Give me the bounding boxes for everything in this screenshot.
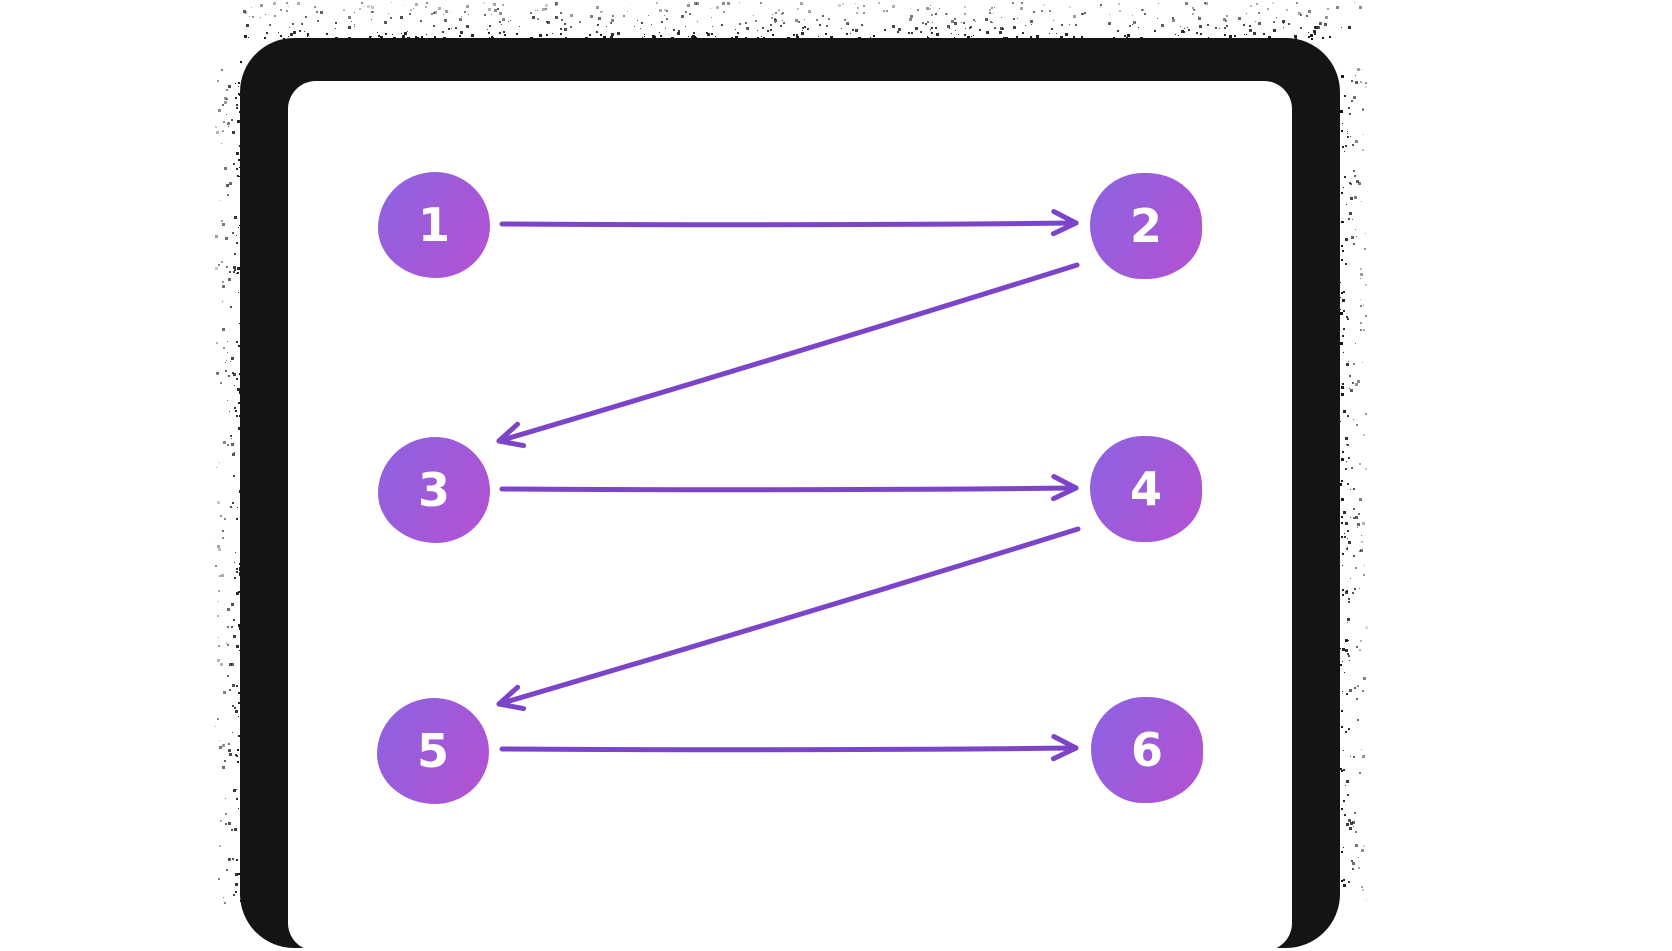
- edge-3-to-4: [499, 485, 1079, 493]
- node-label: 3: [417, 463, 450, 517]
- diagram-node-5: 5: [377, 698, 489, 804]
- diagram-node-6: 6: [1091, 697, 1203, 803]
- arrowhead-icon: [1050, 220, 1079, 237]
- flow-arrows: [496, 209, 1081, 762]
- arrowhead-icon: [1051, 474, 1079, 491]
- node-label: 5: [416, 724, 449, 778]
- node-label: 4: [1129, 462, 1162, 516]
- illustration-stage: 1 2 3 4 5 6: [214, 2, 1368, 948]
- grain-speck: [224, 902, 226, 904]
- arrowhead-icon: [1051, 209, 1079, 226]
- arrowhead-icon: [496, 684, 521, 707]
- arrowhead-icon: [1050, 485, 1079, 502]
- edge-1-to-2: [499, 220, 1079, 228]
- node-label: 1: [417, 198, 450, 252]
- diagram-node-2: 2: [1090, 173, 1202, 279]
- edge-4-to-5: [496, 526, 1081, 707]
- arrowhead-icon: [496, 438, 527, 449]
- diagram-node-1: 1: [378, 172, 490, 278]
- diagram-node-3: 3: [378, 437, 490, 543]
- edge-5-to-6: [499, 745, 1079, 753]
- node-label: 6: [1130, 723, 1163, 777]
- arrowhead-icon: [496, 421, 520, 444]
- node-label: 2: [1129, 199, 1162, 253]
- diagram-node-4: 4: [1090, 436, 1202, 542]
- arrowhead-icon: [496, 701, 527, 712]
- arrowhead-icon: [1050, 745, 1079, 762]
- edge-2-to-3: [496, 262, 1080, 444]
- arrowhead-icon: [1051, 734, 1079, 751]
